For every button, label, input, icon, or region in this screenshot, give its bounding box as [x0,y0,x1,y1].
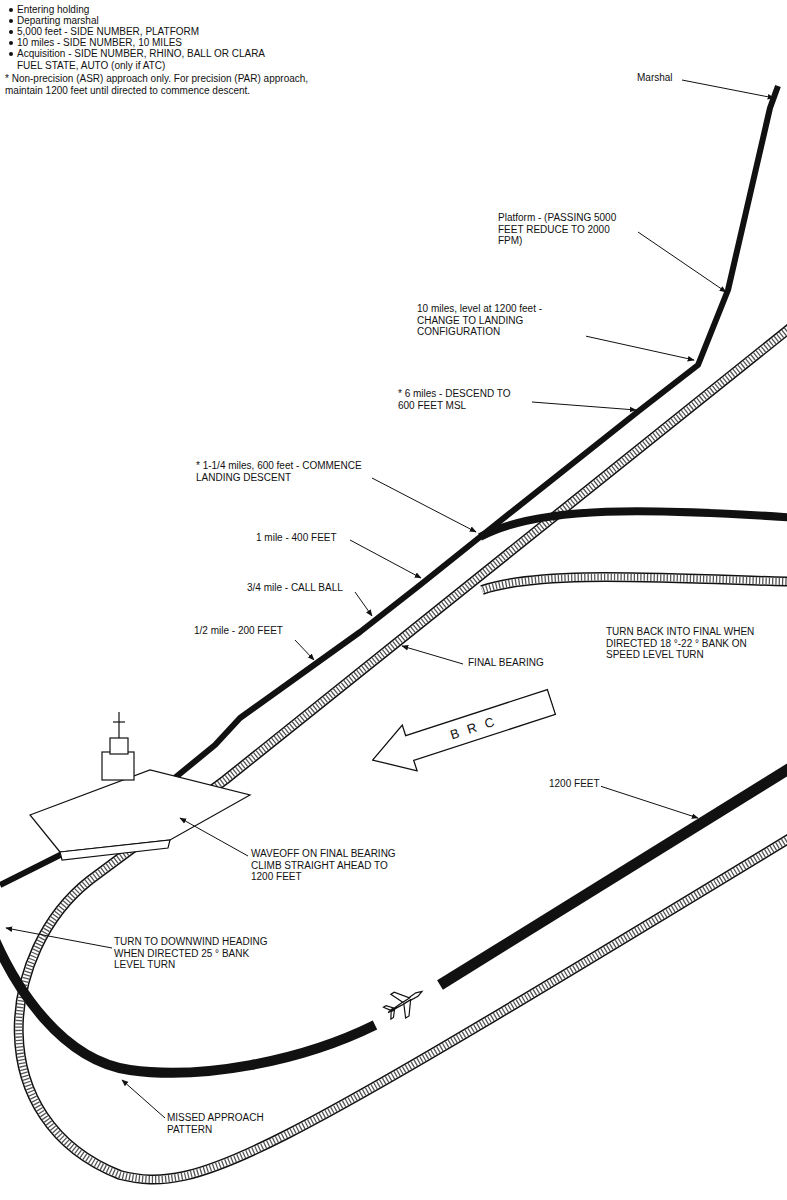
hatched-band [19,320,787,1180]
callout-text: TURN TO DOWNWIND HEADING WHEN DIRECTED 2… [113,936,277,971]
aircraft-carrier [30,712,250,860]
callout-text: 1/2 mile - 200 FEET [193,625,284,637]
callout-text: FINAL BEARING [467,657,545,669]
bullet-item: 5,000 feet - SIDE NUMBER, PLATFORM [8,26,338,38]
callout-text: MISSED APPROACH PATTERN [166,1112,268,1135]
bullet-item: Departing marshal [8,15,338,27]
arrow-label: BRC [448,711,504,742]
callout-text: * 6 miles - DESCEND TO 600 FEET MSL [397,388,527,411]
callout-text: 10 miles, level at 1200 feet - CHANGE TO… [416,303,586,338]
direction-arrow: BRC [364,678,560,784]
aircraft-symbol [380,980,430,1025]
marshal-label: Marshal [636,72,674,84]
callout-text: 1200 FEET [548,778,601,790]
callout-text: 1 mile - 400 FEET [255,532,338,544]
leader-line [6,80,782,1118]
bullet-item: 10 miles - SIDE NUMBER, 10 MILES [8,37,338,49]
bullet-item: Entering holding [8,4,338,16]
callout-text: * 1-1/4 miles, 600 feet - COMMENCE LANDI… [195,460,372,483]
callout-text: WAVEOFF ON FINAL BEARING CLIMB STRAIGHT … [250,848,412,883]
callout-text: Platform - (PASSING 5000 FEET REDUCE TO … [497,212,637,247]
flight-path [0,86,787,1073]
bullet-item: Acquisition - SIDE NUMBER, RHINO, BALL O… [8,48,280,71]
callout-text: 3/4 mile - CALL BALL [246,582,344,594]
footnote: * Non-precision (ASR) approach only. For… [4,73,336,96]
callout-text: TURN BACK INTO FINAL WHEN DIRECTED 18 °-… [605,626,783,661]
